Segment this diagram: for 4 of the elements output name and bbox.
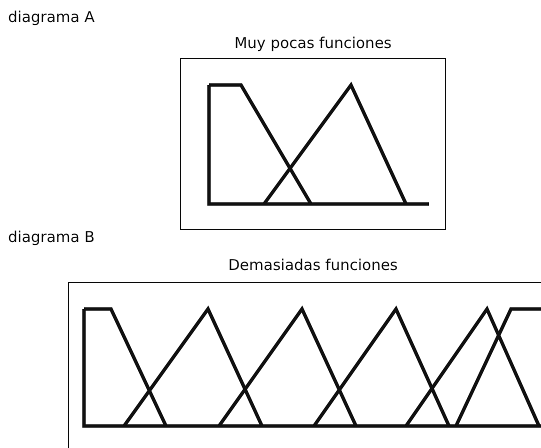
diagram-label: diagrama B [8, 228, 95, 246]
diagram-label: diagrama A [8, 8, 95, 26]
panel-title: Demasiadas funciones [227, 256, 399, 274]
panel-title: Muy pocas funciones [233, 34, 393, 52]
